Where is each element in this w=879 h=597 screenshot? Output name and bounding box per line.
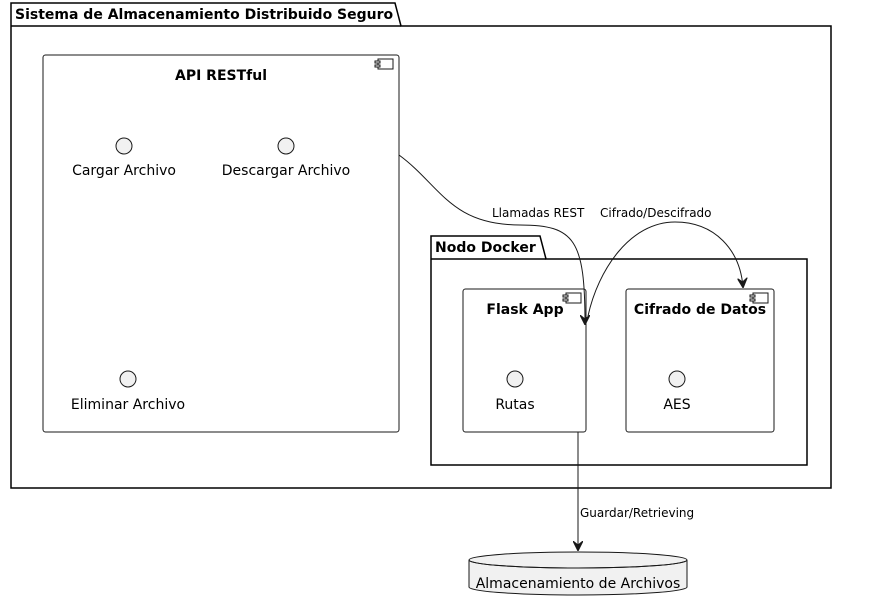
interface-descargar-archivo[interactable]: Descargar Archivo: [222, 137, 350, 179]
component-flask-title: Flask App: [486, 302, 563, 318]
interface-label: AES: [663, 397, 690, 413]
edge-label-rest: Llamadas REST: [492, 206, 585, 220]
interface-label: Descargar Archivo: [222, 163, 350, 179]
component-api[interactable]: API RESTful Cargar Archivo Descargar Arc…: [42, 54, 400, 433]
interface-eliminar-archivo[interactable]: Eliminar Archivo: [71, 370, 185, 413]
edge-flask-storage: Guardar/Retrieving: [578, 432, 694, 550]
interface-circle-icon: [668, 370, 686, 388]
interface-label: Cargar Archivo: [72, 163, 176, 179]
interface-circle-icon: [277, 137, 295, 155]
interface-circle-icon: [506, 370, 524, 388]
component-cipher-title: Cifrado de Datos: [634, 302, 766, 318]
interface-aes[interactable]: AES: [663, 370, 691, 413]
component-flask[interactable]: Flask App Rutas: [462, 288, 587, 433]
package-system-title: Sistema de Almacenamiento Distribuido Se…: [15, 7, 394, 23]
interface-rutas[interactable]: Rutas: [495, 370, 535, 413]
edge-label-crypto: Cifrado/Descifrado: [600, 206, 712, 220]
component-icon: [749, 292, 769, 304]
interface-circle-icon: [119, 370, 137, 388]
component-api-title: API RESTful: [175, 68, 267, 84]
component-cipher[interactable]: Cifrado de Datos AES: [625, 288, 775, 433]
package-docker-title: Nodo Docker: [435, 240, 536, 256]
edge-label-storage: Guardar/Retrieving: [580, 506, 694, 520]
database-label: Almacenamiento de Archivos: [476, 576, 681, 592]
component-icon: [374, 58, 394, 70]
edge-api-flask: Llamadas REST: [398, 154, 585, 324]
edge-flask-cipher: Cifrado/Descifrado: [587, 206, 743, 317]
interface-circle-icon: [115, 137, 133, 155]
interface-label: Eliminar Archivo: [71, 397, 185, 413]
database-storage[interactable]: Almacenamiento de Archivos: [468, 551, 688, 596]
interface-cargar-archivo[interactable]: Cargar Archivo: [72, 137, 176, 179]
interface-label: Rutas: [495, 397, 534, 413]
component-icon: [562, 292, 582, 304]
